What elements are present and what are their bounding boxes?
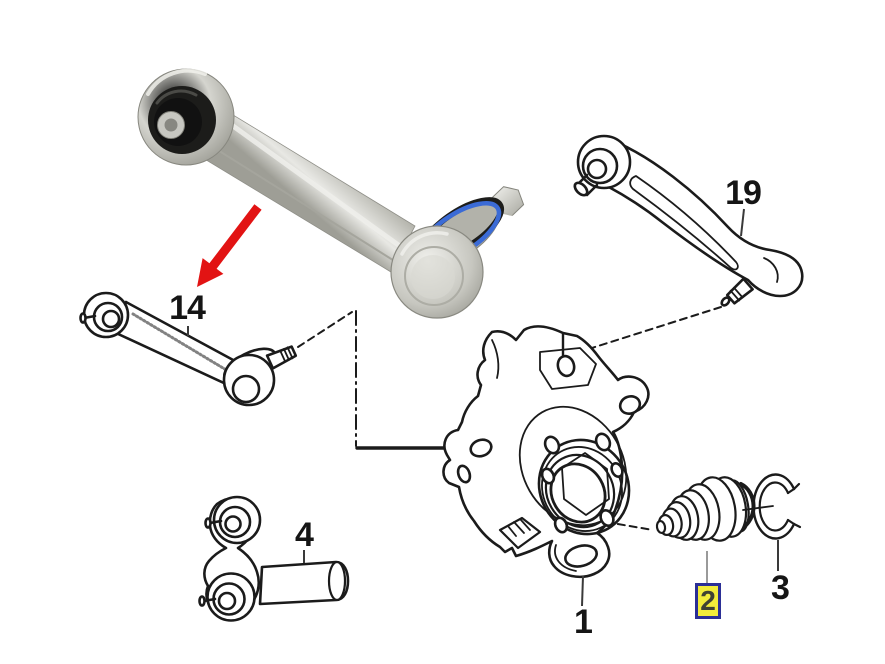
photo-bushing (137, 68, 235, 166)
part-3-snapring-drawing (742, 473, 802, 540)
part-label-2-highlighted[interactable]: 2 (695, 583, 721, 619)
part-label-19[interactable]: 19 (725, 174, 762, 212)
photo-ball-joint (390, 197, 504, 319)
part-2-boot-drawing (655, 476, 756, 542)
part-19-drawing (573, 134, 804, 307)
photo-control-arm (137, 68, 525, 319)
callout-leader-lines (187, 208, 779, 607)
red-arrow-icon (197, 204, 262, 287)
part-label-14[interactable]: 14 (169, 289, 206, 327)
part-label-4[interactable]: 4 (295, 516, 314, 554)
part-1-knuckle-drawing (442, 325, 650, 579)
part-14-drawing (79, 291, 298, 407)
part-label-3[interactable]: 3 (771, 569, 790, 607)
part-label-1[interactable]: 1 (574, 603, 593, 641)
part-4-link-drawing (198, 495, 350, 622)
